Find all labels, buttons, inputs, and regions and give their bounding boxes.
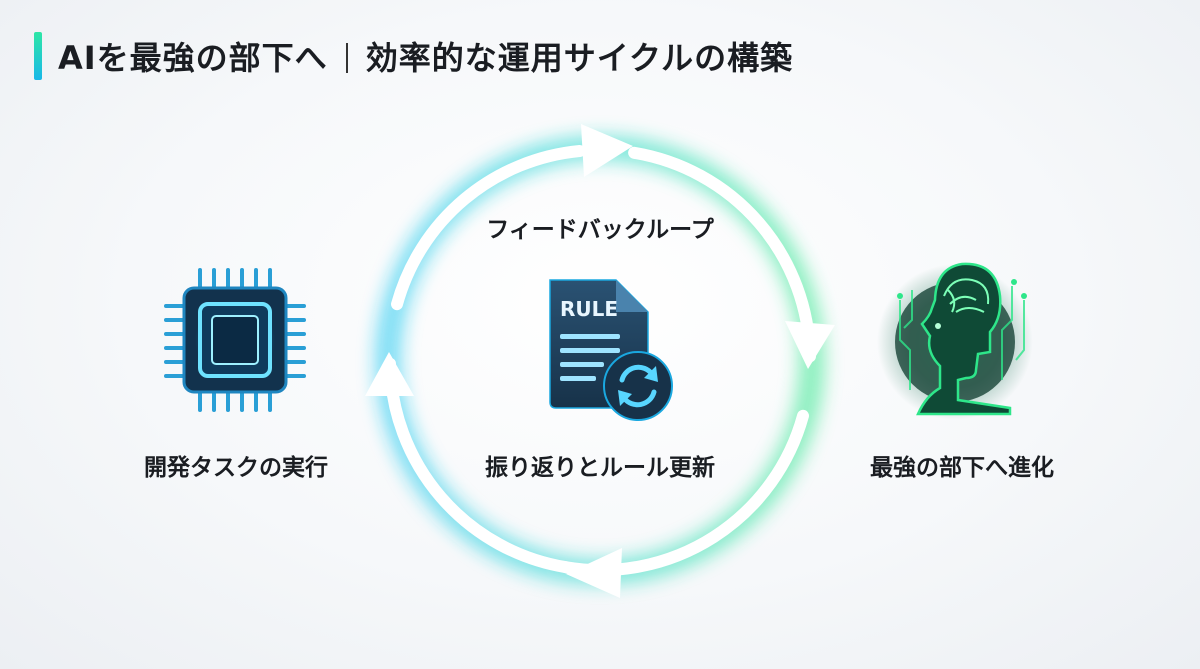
title-accent-bar bbox=[34, 32, 42, 80]
refresh-icon bbox=[603, 351, 673, 421]
arrowhead-left bbox=[365, 352, 414, 396]
right-stage-label: 最強の部下へ進化 bbox=[870, 455, 1054, 481]
page-title: AIを最強の部下へ効率的な運用サイクルの構築 bbox=[58, 34, 793, 82]
arrowhead-bottom bbox=[566, 548, 622, 598]
cycle-arc-bottom-left bbox=[384, 357, 572, 574]
ai-head-icon bbox=[877, 262, 1033, 420]
cycle-center-label: 振り返りとルール更新 bbox=[485, 455, 715, 481]
cycle-arc-bottom-right bbox=[560, 409, 809, 577]
cycle-arc-top-right bbox=[628, 146, 816, 363]
arrowhead-top bbox=[581, 124, 633, 177]
cycle-arrowheads bbox=[365, 124, 835, 598]
cycle-arc-top-left bbox=[391, 145, 586, 311]
cycle-top-label: フィードバックループ bbox=[486, 217, 714, 243]
left-stage-label: 開発タスクの実行 bbox=[144, 455, 328, 481]
title-main: AIを最強の部下へ bbox=[58, 39, 328, 77]
title-sub: 効率的な運用サイクルの構築 bbox=[365, 39, 794, 77]
title-separator bbox=[345, 43, 348, 73]
arrowhead-right bbox=[785, 321, 835, 369]
chip-icon bbox=[164, 268, 306, 412]
rule-text: RULE bbox=[560, 297, 618, 321]
